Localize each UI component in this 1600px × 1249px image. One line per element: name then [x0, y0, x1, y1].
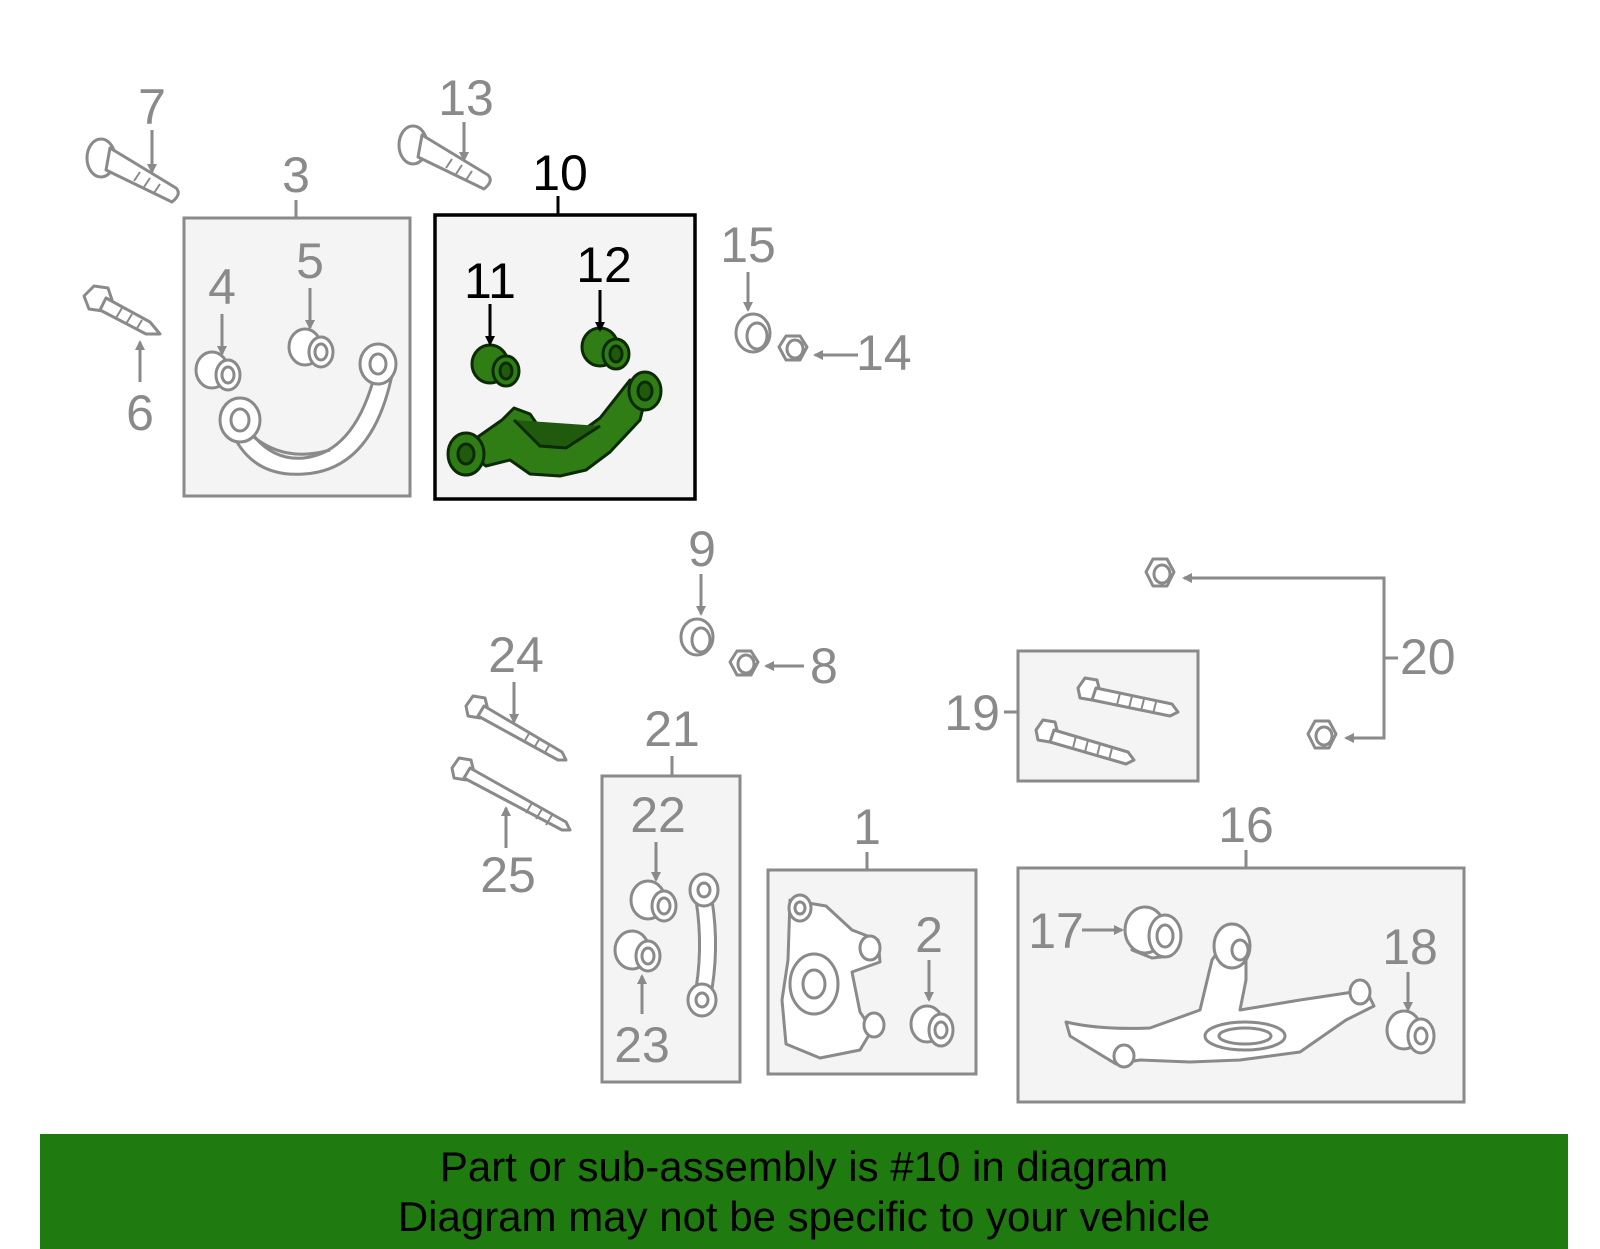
callout-11[interactable]: 11: [464, 253, 516, 309]
knuckle-1-drawing: [780, 893, 886, 1060]
upper-arm-10-drawing[interactable]: [446, 370, 663, 478]
callout-6: 6: [126, 385, 154, 441]
callout-7: 7: [138, 79, 166, 135]
link-21-drawing: [686, 872, 720, 1018]
bolt-19-upper-drawing: [1076, 676, 1180, 718]
callout-24: 24: [488, 627, 544, 683]
callout-20: 20: [1400, 629, 1456, 685]
washer-15-drawing: [734, 312, 772, 354]
bolt-19-lower-drawing: [1034, 718, 1136, 766]
washer-9-drawing: [679, 617, 715, 657]
nut-8-drawing: [728, 649, 760, 677]
bushing-18-drawing: [1385, 1009, 1436, 1055]
nut-14-drawing: [777, 334, 809, 362]
callout-16: 16: [1218, 797, 1274, 853]
callout-1: 1: [853, 799, 881, 855]
bushing-4-drawing: [194, 350, 242, 392]
callout-2: 2: [915, 907, 943, 963]
bolt-6-drawing: [82, 284, 162, 336]
callout-12[interactable]: 12: [576, 237, 632, 293]
callout-18: 18: [1382, 919, 1438, 975]
callout-19: 19: [944, 685, 1000, 741]
nut-20-lower-drawing: [1306, 719, 1338, 750]
bolt-25-drawing: [450, 756, 572, 832]
callout-25: 25: [480, 847, 536, 903]
banner-line-2: Diagram may not be specific to your vehi…: [397, 1193, 1211, 1240]
bushing-5-drawing: [287, 327, 335, 369]
leader-20: [1182, 573, 1386, 658]
upper-arm-3-drawing: [218, 342, 398, 476]
callout-13: 13: [438, 70, 494, 126]
callout-14: 14: [856, 325, 912, 381]
info-banner: Part or sub-assembly is #10 in diagram D…: [40, 1134, 1568, 1249]
bolt-13-drawing: [397, 124, 492, 191]
callout-5: 5: [296, 233, 324, 289]
callout-9: 9: [688, 521, 716, 577]
leader-20-lower: [1344, 658, 1386, 743]
bushing-22-drawing: [629, 879, 678, 923]
callout-8: 8: [810, 638, 838, 694]
bolt-7-drawing: [85, 137, 180, 204]
callout-23: 23: [614, 1017, 670, 1073]
lower-arm-16-drawing: [1064, 922, 1376, 1069]
bushing-23-drawing: [613, 929, 662, 973]
callout-21: 21: [644, 701, 700, 757]
bolt-24-drawing: [464, 694, 568, 762]
callout-4: 4: [208, 259, 236, 315]
bushing-11-drawing[interactable]: [470, 343, 521, 388]
callout-22: 22: [630, 787, 686, 843]
callout-3: 3: [282, 147, 310, 203]
bushing-17-drawing: [1123, 905, 1183, 960]
bushing-2-drawing: [909, 1004, 955, 1048]
callout-10[interactable]: 10: [532, 145, 588, 201]
callout-15: 15: [720, 217, 776, 273]
banner-line-1: Part or sub-assembly is #10 in diagram: [439, 1143, 1169, 1190]
nut-20-upper-drawing: [1144, 557, 1176, 588]
callout-17: 17: [1028, 903, 1084, 959]
group-box-21: [600, 774, 742, 1084]
